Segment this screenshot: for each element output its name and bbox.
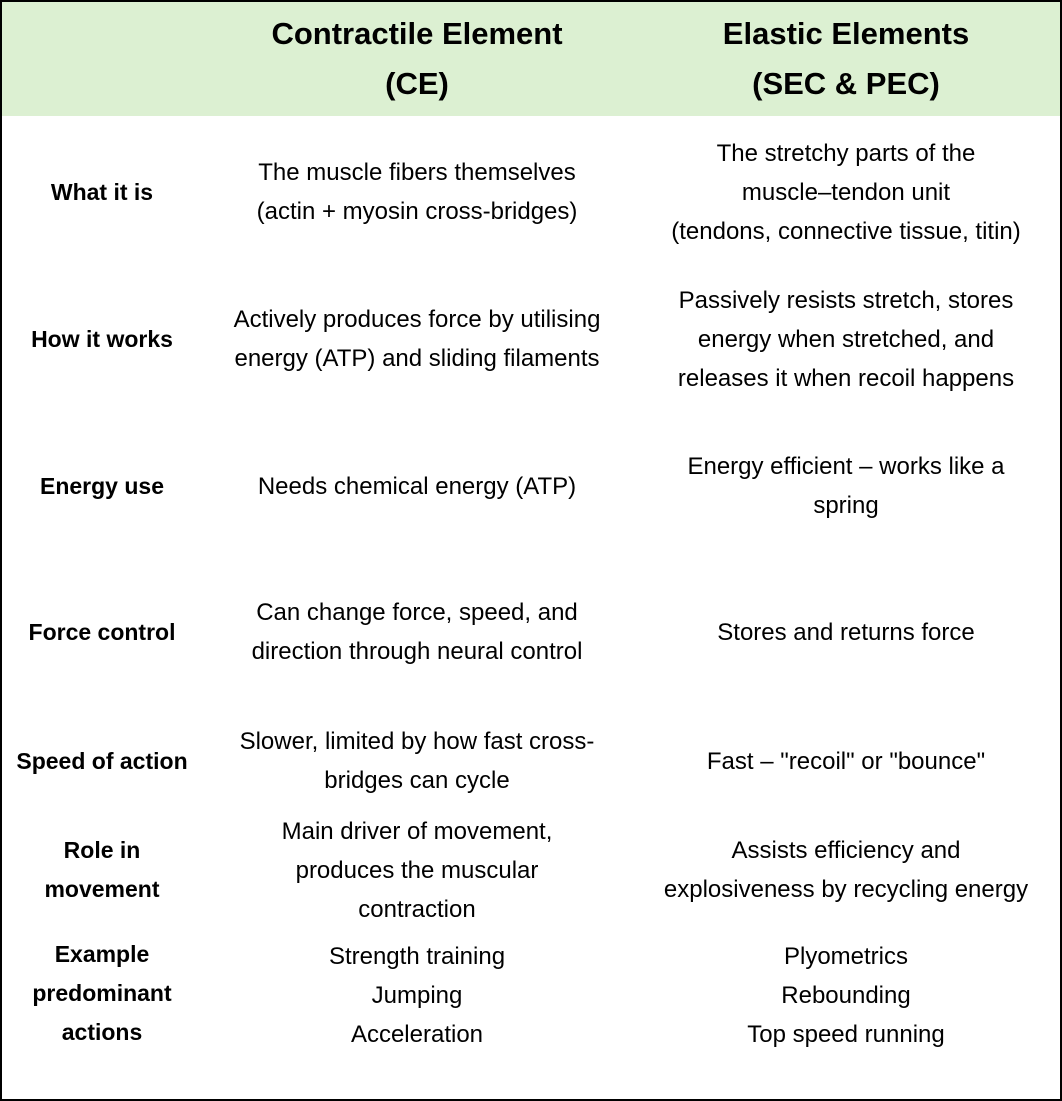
header-el-title: Elastic Elements <box>722 16 970 51</box>
table-header: Contractile Element (CE) Elastic Element… <box>2 2 1060 116</box>
el-cell-line: Rebounding <box>781 981 911 1009</box>
row-label-line: predominant <box>32 979 172 1006</box>
el-cell: Fast – "recoil" or "bounce" <box>632 707 1060 815</box>
ce-cell-line: The muscle fibers themselves <box>258 159 576 186</box>
el-cell: Passively resists stretch, stores energy… <box>632 279 1060 399</box>
el-cell-line: Plyometrics <box>783 942 909 970</box>
el-cell-line: The stretchy parts of the <box>716 139 976 167</box>
el-cell: Assists efficiency and explosiveness by … <box>632 810 1060 930</box>
table-row-example-actions: Example predominant actions Strength tra… <box>2 933 1060 1053</box>
el-cell: Energy efficient – works like a spring <box>632 426 1060 546</box>
ce-cell-line: direction through neural control <box>251 638 583 665</box>
ce-cell-line: Can change force, speed, and <box>256 599 578 626</box>
ce-cell-line: Jumping <box>371 981 463 1009</box>
el-cell: Plyometrics Rebounding Top speed running <box>632 935 1060 1055</box>
el-cell-line: Assists efficiency and <box>731 837 961 864</box>
table-row-speed-of-action: Speed of action Slower, limited by how f… <box>2 707 1060 815</box>
header-elastic-elements: Elastic Elements (SEC & PEC) <box>632 2 1060 116</box>
ce-cell-line: bridges can cycle <box>324 767 510 794</box>
row-label-line: What it is <box>50 178 154 205</box>
ce-cell: Slower, limited by how fast cross- bridg… <box>202 707 632 815</box>
row-label-line: Energy use <box>40 472 164 499</box>
ce-cell-line: Actively produces force by utilising <box>233 306 601 333</box>
header-contractile-element: Contractile Element (CE) <box>202 2 632 116</box>
table-row-force-control: Force control Can change force, speed, a… <box>2 572 1060 692</box>
row-label-line: actions <box>61 1018 143 1045</box>
row-label-line: Force control <box>28 618 176 645</box>
table-row-how-it-works: How it works Actively produces force by … <box>2 279 1060 399</box>
ce-cell: Main driver of movement, produces the mu… <box>202 810 632 930</box>
ce-cell-line: Needs chemical energy (ATP) <box>257 472 577 500</box>
row-label: Role in movement <box>2 810 202 930</box>
el-cell: Stores and returns force <box>632 572 1060 692</box>
el-cell-line: energy when stretched, and <box>697 325 995 353</box>
ce-cell-line: Acceleration <box>350 1020 484 1048</box>
row-label: Energy use <box>2 426 202 546</box>
row-label-line: movement <box>44 876 160 902</box>
ce-cell: Can change force, speed, and direction t… <box>202 572 632 692</box>
table-row-what-it-is: What it is The muscle fibers themselves … <box>2 132 1060 252</box>
el-cell-line: muscle–tendon unit <box>741 178 951 206</box>
el-cell-line: (tendons, connective tissue, titin) <box>671 217 1021 245</box>
row-label: What it is <box>2 132 202 252</box>
ce-cell-line: contraction <box>358 895 476 923</box>
row-label: Speed of action <box>2 707 202 815</box>
ce-cell: The muscle fibers themselves (actin + my… <box>202 132 632 252</box>
row-label: How it works <box>2 279 202 399</box>
ce-cell-line: Main driver of movement, <box>281 817 553 845</box>
ce-cell-line: Slower, limited by how fast cross- <box>239 728 595 755</box>
el-cell-line: releases it when recoil happens <box>677 364 1015 392</box>
row-label-line: How it works <box>31 325 173 352</box>
ce-cell-line: (actin + myosin cross-bridges) <box>256 198 578 225</box>
row-label-line: Role in <box>63 837 141 863</box>
ce-cell: Strength training Jumping Acceleration <box>202 935 632 1055</box>
row-label: Force control <box>2 572 202 692</box>
el-cell: The stretchy parts of the muscle–tendon … <box>632 132 1060 252</box>
row-label-line: Example <box>54 940 150 967</box>
el-cell-line: spring <box>813 492 879 519</box>
header-ce-abbrev: (CE) <box>385 66 449 101</box>
el-cell-line: Stores and returns force <box>717 618 975 646</box>
table-row-role-in-movement: Role in movement Main driver of movement… <box>2 810 1060 930</box>
table-row-energy-use: Energy use Needs chemical energy (ATP) E… <box>2 426 1060 546</box>
el-cell-line: explosiveness by recycling energy <box>663 876 1029 903</box>
ce-cell: Actively produces force by utilising ene… <box>202 279 632 399</box>
header-el-abbrev: (SEC & PEC) <box>752 66 940 101</box>
el-cell-line: Top speed running <box>747 1020 945 1048</box>
el-cell-line: Energy efficient – works like a <box>687 453 1005 480</box>
row-label-line: Speed of action <box>16 747 188 774</box>
header-ce-title: Contractile Element <box>271 16 563 51</box>
ce-cell-line: Strength training <box>328 942 506 970</box>
ce-cell: Needs chemical energy (ATP) <box>202 426 632 546</box>
el-cell-line: Passively resists stretch, stores <box>678 286 1014 314</box>
el-cell-line: Fast – "recoil" or "bounce" <box>706 747 986 775</box>
row-label: Example predominant actions <box>2 933 202 1053</box>
ce-cell-line: produces the muscular <box>295 856 539 884</box>
ce-cell-line: energy (ATP) and sliding filaments <box>234 345 600 372</box>
